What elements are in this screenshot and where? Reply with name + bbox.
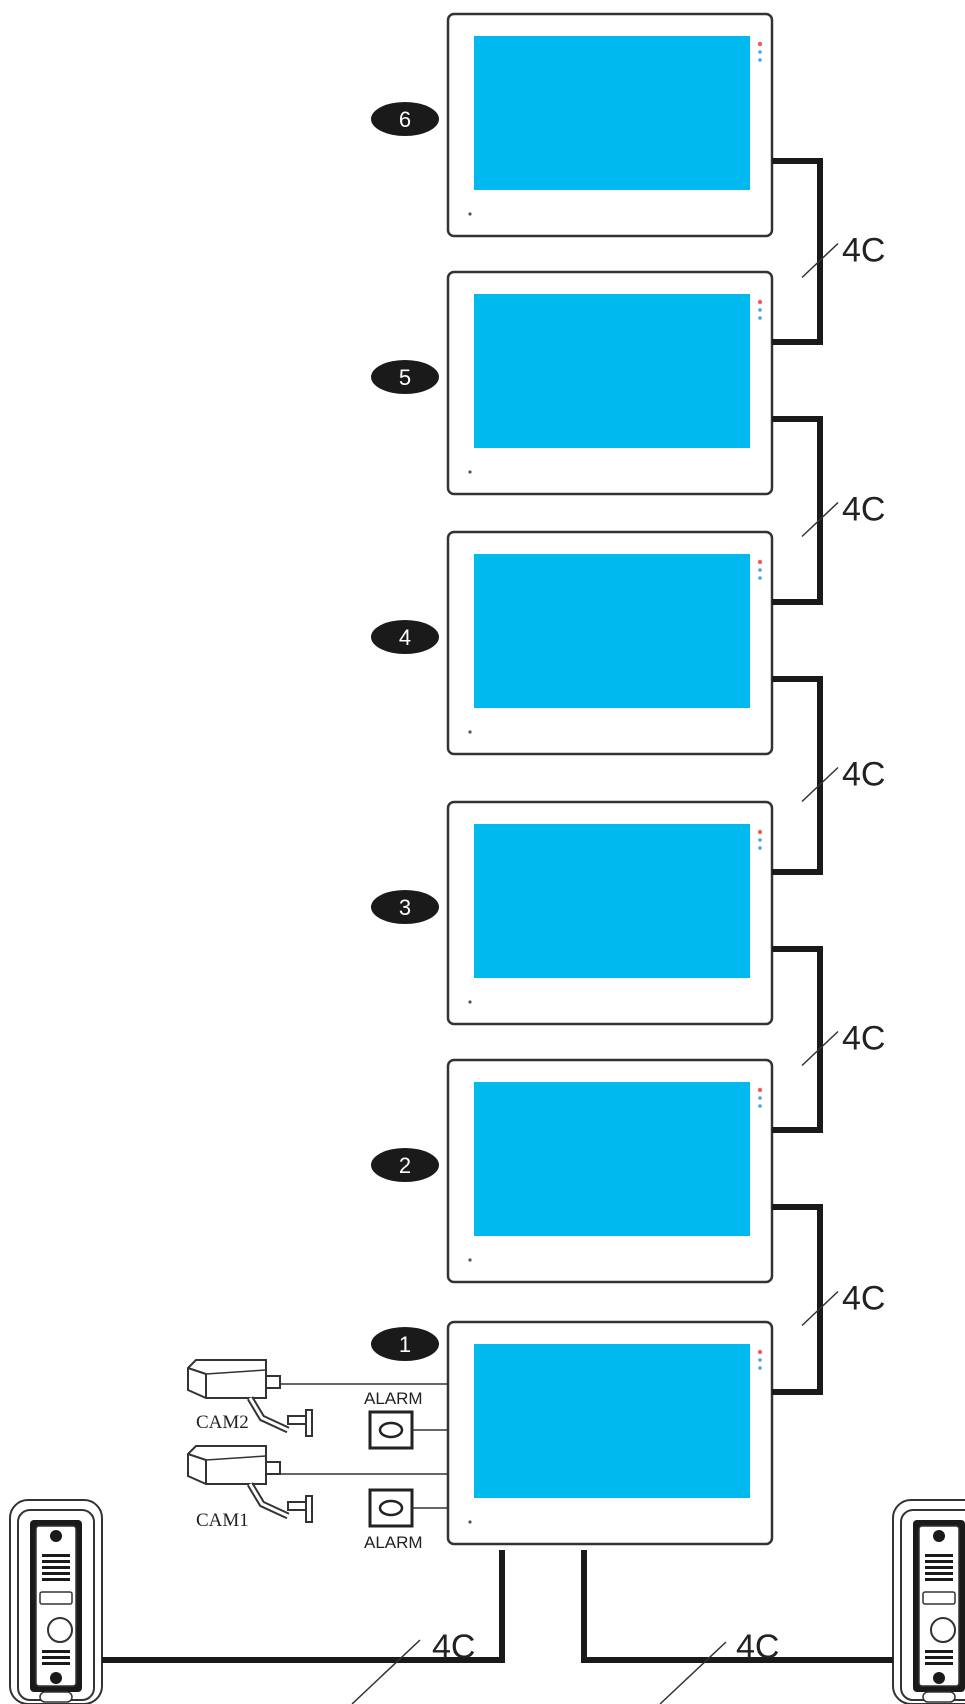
status-led (757, 829, 763, 835)
monitor-screen (474, 36, 750, 190)
door-station-icon (892, 1499, 965, 1704)
status-led (758, 846, 762, 850)
cable-tick (801, 1290, 839, 1327)
mic-hole (468, 212, 472, 216)
monitor-number: 3 (399, 895, 411, 920)
status-led (757, 1349, 763, 1355)
monitor-number-badge: 2 (371, 1148, 439, 1182)
daisy-chain-wire (772, 1204, 823, 1395)
monitor-3 (446, 800, 774, 1026)
cable-label: 4C (842, 232, 885, 270)
camera-cam2: CAM2 (187, 1359, 313, 1437)
monitor-6 (446, 12, 774, 238)
door-station-icon (9, 1499, 103, 1704)
monitor-number-badge: 4 (371, 620, 439, 654)
camera-cam1: CAM1 (187, 1445, 313, 1531)
monitor-screen (474, 1344, 750, 1498)
cable-label: 4C (842, 1280, 885, 1318)
monitor-number-badge: 6 (371, 102, 439, 136)
mic-hole (468, 730, 472, 734)
monitor-2 (446, 1058, 774, 1284)
alarm-label: ALARM (364, 1389, 423, 1408)
monitor-1 (446, 1320, 774, 1546)
status-led (758, 308, 762, 312)
monitor-number: 4 (399, 625, 411, 650)
monitor-4 (446, 530, 774, 756)
status-led (757, 1087, 763, 1093)
door-station-wire-right (581, 1550, 893, 1663)
monitor-number: 6 (399, 107, 411, 132)
cable-label: 4C (736, 1628, 779, 1666)
cable-label: 4C (432, 1628, 475, 1666)
status-led (757, 41, 763, 47)
cable-tick (801, 501, 839, 538)
monitor-number: 1 (399, 1332, 411, 1357)
status-led (758, 1358, 762, 1362)
mic-hole (468, 1520, 472, 1524)
status-led (758, 58, 762, 62)
daisy-chain-wire (772, 946, 823, 1133)
mic-hole (468, 470, 472, 474)
camera-icon (187, 1359, 313, 1437)
camera-label: CAM1 (196, 1510, 249, 1531)
monitor-number-badge: 1 (371, 1327, 439, 1361)
monitor-5 (446, 270, 774, 496)
status-led (758, 1104, 762, 1108)
door-station-wire-left (102, 1550, 505, 1663)
status-led (758, 316, 762, 320)
alarm-label: ALARM (364, 1533, 423, 1552)
cable-tick (351, 1639, 421, 1704)
daisy-chain-wire (772, 416, 823, 605)
monitor-number-badge: 5 (371, 360, 439, 394)
mic-hole (468, 1000, 472, 1004)
status-led (758, 50, 762, 54)
cable-tick (801, 1030, 839, 1067)
cable-tick (801, 766, 839, 803)
alarm-icon (368, 1488, 414, 1528)
monitor-number: 5 (399, 365, 411, 390)
camera-label: CAM2 (196, 1412, 249, 1433)
status-led (757, 299, 763, 305)
cable-tick (801, 242, 839, 279)
daisy-chain-wire (772, 676, 823, 875)
cable-label: 4C (842, 756, 885, 794)
cable-tick (659, 1641, 727, 1704)
status-led (758, 838, 762, 842)
cable-label: 4C (842, 1020, 885, 1058)
camera-icon (187, 1445, 313, 1523)
status-led (758, 1366, 762, 1370)
status-led (758, 576, 762, 580)
monitor-screen (474, 824, 750, 978)
status-led (757, 559, 763, 565)
monitor-screen (474, 554, 750, 708)
door-station-right (892, 1499, 965, 1704)
alarm-icon (368, 1410, 414, 1450)
mic-hole (468, 1258, 472, 1262)
monitor-number: 2 (399, 1153, 411, 1178)
cable-label: 4C (842, 491, 885, 529)
status-led (758, 1096, 762, 1100)
door-station-left (9, 1499, 103, 1704)
monitor-number-badge: 3 (371, 890, 439, 924)
monitor-screen (474, 1082, 750, 1236)
daisy-chain-wire (772, 158, 823, 345)
monitor-screen (474, 294, 750, 448)
status-led (758, 568, 762, 572)
